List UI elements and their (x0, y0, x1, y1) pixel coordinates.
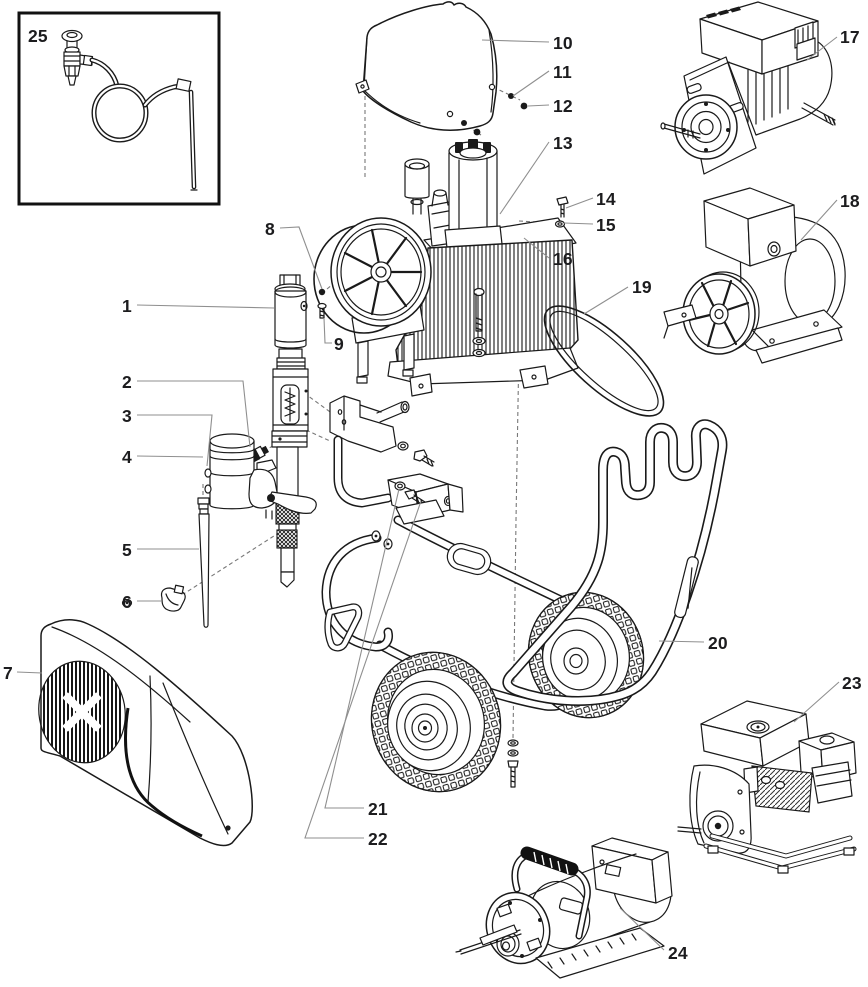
filter-valve-assembly-illustration (121, 433, 317, 628)
screw-9-illustration (317, 302, 327, 319)
belt-guard-front-cover-illustration (38, 619, 253, 847)
nut-8-illustration (318, 288, 326, 296)
flywheel-spokes (343, 228, 423, 316)
washer-15-illustration (554, 220, 566, 228)
dc-motor-illustration (455, 837, 673, 979)
callout-leader-lines (16, 36, 840, 951)
fluid-section-pump-illustration (238, 274, 327, 588)
inset-box (17, 11, 221, 206)
belt-guard-top-cover-illustration (355, 1, 498, 131)
electric-motor-18-illustration (663, 187, 846, 364)
cover-screws-illustration (446, 83, 528, 136)
cart-wheel-front (370, 651, 502, 793)
gearbox-pump-assembly-illustration (313, 139, 579, 788)
electric-motor-17-illustration (660, 1, 836, 175)
cart-frame-illustration (321, 395, 728, 793)
pump-mount-bracket-illustration (329, 395, 464, 525)
bolt-14-illustration (556, 196, 569, 218)
clip-6-illustration (121, 584, 186, 612)
bleed-valve-hose-illustration (61, 29, 198, 191)
gas-engine-illustration (677, 700, 857, 874)
drive-belt-illustration (543, 305, 665, 417)
